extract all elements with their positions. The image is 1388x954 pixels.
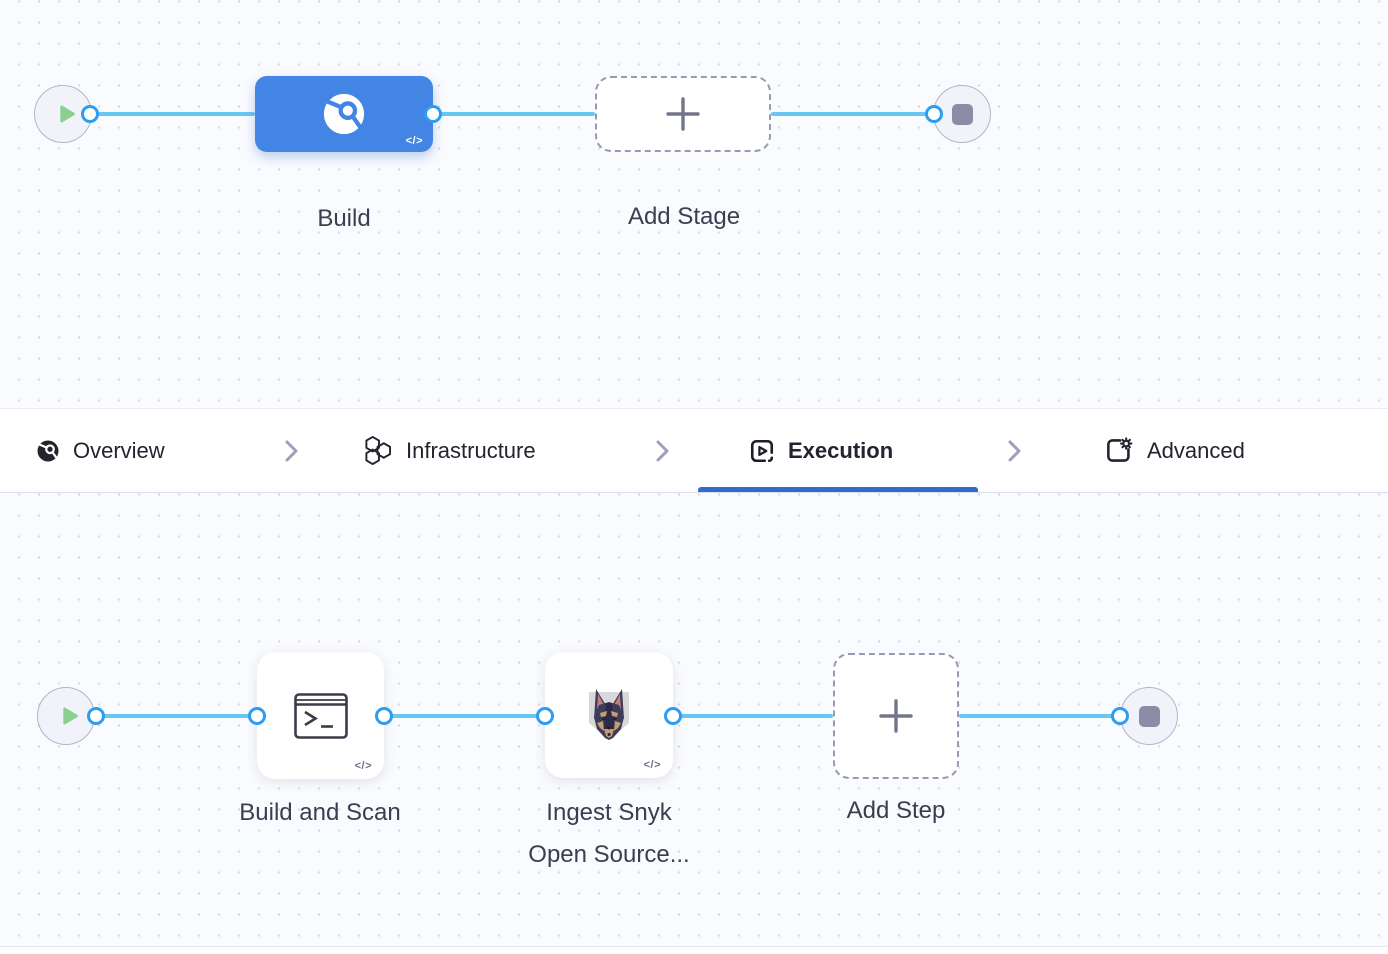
tab-label: Execution <box>788 437 894 463</box>
connector-port[interactable] <box>81 105 99 123</box>
advanced-settings-icon <box>1107 437 1133 462</box>
connector-port[interactable] <box>925 105 943 123</box>
stop-icon <box>951 103 973 125</box>
connector-port[interactable] <box>424 105 442 123</box>
connector-port[interactable] <box>375 707 393 725</box>
step-node-ingest-snyk[interactable]: </> <box>545 652 673 778</box>
connector-port[interactable] <box>1111 707 1129 725</box>
connector-port[interactable] <box>664 707 682 725</box>
ci-magnifier-icon <box>323 93 365 135</box>
plus-icon <box>666 97 700 131</box>
connector-port[interactable] <box>87 707 105 725</box>
step-label-ingest-snyk: Ingest Snyk Open Source... <box>499 792 719 876</box>
edge-snyk-to-addstep <box>673 714 833 718</box>
edge-build-to-addstage <box>433 112 595 116</box>
tab-overview[interactable]: Overview <box>36 409 165 492</box>
edge-addstage-to-end <box>771 112 934 116</box>
plus-icon <box>879 699 913 733</box>
add-stage-label: Add Stage <box>627 203 741 230</box>
ci-overview-icon <box>37 440 59 461</box>
edge-addstep-to-end <box>959 714 1120 718</box>
step-label-line1: Ingest Snyk <box>546 799 672 826</box>
execution-start-node[interactable] <box>37 687 95 745</box>
edge-start-to-buildscan <box>96 714 257 718</box>
stage-node-build[interactable]: </> <box>255 76 433 152</box>
stage-pipeline-canvas[interactable]: </> Build Add Stage <box>0 0 1388 408</box>
edge-start-to-build <box>90 112 255 116</box>
snyk-doberman-icon <box>589 689 629 740</box>
edge-buildscan-to-snyk <box>384 714 545 718</box>
tab-label: Advanced <box>1147 437 1245 463</box>
connector-port[interactable] <box>248 707 266 725</box>
infrastructure-hexagons-icon <box>365 436 392 465</box>
tab-label: Infrastructure <box>406 437 536 463</box>
step-label-build-and-scan: Build and Scan <box>239 799 401 826</box>
yaml-code-badge: </> <box>354 760 372 772</box>
stop-icon <box>1138 705 1160 727</box>
stage-config-tab-bar: Overview Infrastructure Execut <box>0 408 1388 493</box>
yaml-code-badge: </> <box>405 135 423 147</box>
add-step-label: Add Step <box>846 797 946 824</box>
bottom-panel-edge <box>0 946 1388 954</box>
execution-play-icon <box>750 439 774 462</box>
chevron-right-icon <box>650 409 674 492</box>
tab-infrastructure[interactable]: Infrastructure <box>362 409 536 492</box>
stage-label-build: Build <box>317 205 371 232</box>
active-tab-underline <box>698 487 978 492</box>
tab-advanced[interactable]: Advanced <box>1105 409 1245 492</box>
add-stage-button[interactable] <box>595 76 771 152</box>
tab-label: Overview <box>73 437 165 463</box>
play-icon <box>62 707 78 725</box>
run-step-terminal-icon <box>293 692 348 739</box>
step-node-build-and-scan[interactable]: </> <box>257 652 384 779</box>
add-step-button[interactable] <box>833 653 959 779</box>
step-label-line2: Open Source... <box>528 841 690 868</box>
connector-port[interactable] <box>536 707 554 725</box>
yaml-code-badge: </> <box>643 759 661 771</box>
execution-steps-canvas[interactable]: </> </> <box>0 493 1388 946</box>
chevron-right-icon <box>279 409 303 492</box>
chevron-right-icon <box>1002 409 1026 492</box>
play-icon <box>59 105 75 123</box>
tab-execution[interactable]: Execution <box>749 409 893 492</box>
